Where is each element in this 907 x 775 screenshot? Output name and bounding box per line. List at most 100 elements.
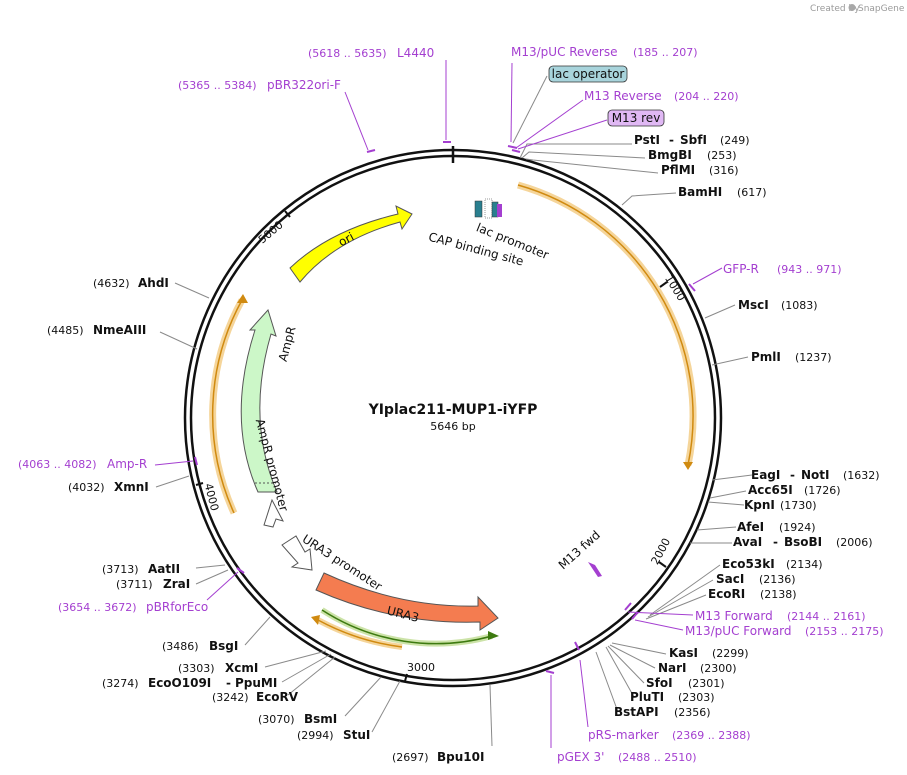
primer-mark-amp-r: [194, 456, 198, 466]
orf-arc-yfp-glow: [517, 181, 697, 466]
enzyme-name-xcmi: XcmI: [225, 661, 258, 675]
enzyme-dash-avai: -: [773, 535, 778, 549]
leader-nari: [609, 644, 656, 669]
enzyme-name-bsgi: BsgI: [209, 639, 238, 653]
leader-eco53ki: [649, 564, 721, 616]
enzyme-pos-zrai: (3711): [116, 578, 153, 591]
enzyme-name-saci: SacI: [716, 572, 744, 586]
leader-pmli: [711, 356, 749, 366]
primer-pos-pbr322ori-f: (5365 .. 5384): [178, 79, 257, 92]
tick-label-4000: 4000: [202, 482, 221, 512]
enzyme-name-nmeaiii: NmeAIII: [93, 323, 146, 337]
ura3-promoter-arrow: [281, 535, 313, 571]
leader-aatii: [195, 564, 226, 569]
leader-zrai: [195, 569, 229, 585]
primer-mark-m13-reverse: [511, 149, 521, 153]
primer-mark-gfp-r: [688, 283, 696, 292]
leader-m13-forward: [627, 611, 694, 616]
enzyme-name-stui: StuI: [343, 728, 370, 742]
credit-text: Created by: [810, 4, 860, 14]
primer-pos-gfp-r: (943 .. 971): [777, 263, 842, 276]
leader-m13puc-reverse: [510, 62, 513, 143]
plasmid-name: YIplac211-MUP1-iYFP: [368, 402, 538, 418]
primer-name-m13puc-reverse: M13/pUC Reverse: [511, 45, 618, 59]
orf-yfp-arrowhead: [683, 462, 693, 470]
primer-name-amp-r: Amp-R: [107, 457, 147, 471]
primer-name-pbrforeco: pBRforEco: [146, 600, 208, 614]
enzyme-pos-bsgi: (3486): [162, 640, 199, 653]
orf-arc-ura3-rev: [317, 619, 403, 648]
primer-name-pgex3: pGEX 3': [557, 750, 604, 764]
enzyme-name-bmgbi: BmgBI: [648, 148, 692, 162]
enzyme-pos-saci: (2136): [759, 573, 796, 586]
m13-rev-primer-box: [497, 204, 502, 217]
tick-mark-5000: [284, 210, 291, 218]
enzyme-name-noti: NotI: [801, 468, 830, 482]
primer-pos-pgex3: (2488 .. 2510): [618, 751, 697, 764]
primer-name-gfp-r: GFP-R: [723, 262, 759, 276]
orf-arc-ura3: [321, 609, 493, 645]
enzyme-name-bsmi: BsmI: [304, 712, 337, 726]
leader-saci: [647, 579, 714, 618]
enzyme-pos-xmni: (4032): [68, 481, 105, 494]
primer-pos-pbrforeco: (3654 .. 3672): [58, 601, 137, 614]
enzyme-name-bamhi: BamHI: [678, 185, 722, 199]
primer-pos-amp-r: (4063 .. 4082): [18, 458, 97, 471]
leader-ecoo109i: [281, 653, 332, 683]
leader-sfoi: [607, 645, 645, 684]
tick-mark-2000: [658, 561, 667, 568]
tick-mark-1000: [659, 281, 668, 288]
orf-arc-yfp: [517, 184, 694, 466]
enzyme-name-avai: AvaI: [733, 535, 762, 549]
enzyme-dash-psti: -: [669, 133, 674, 147]
enzyme-name-kasi: KasI: [669, 646, 698, 660]
m13-rev-tag: [607, 109, 665, 127]
leader-pbrforeco: [206, 571, 239, 601]
ampr-feature-label: AmpR: [276, 325, 299, 363]
enzyme-name-kpni: KpnI: [744, 498, 775, 512]
lac-promoter-box: [484, 198, 493, 219]
enzyme-pos-bpu10i: (2697): [392, 751, 429, 764]
primer-mark-m13-forward: [624, 602, 632, 611]
enzyme-name-bpu10i: Bpu10I: [437, 750, 484, 764]
enzyme-pos-ecorv: (3242): [212, 691, 249, 704]
leader-pluti: [605, 646, 635, 698]
enzyme-pos-xcmi: (3303): [178, 662, 215, 675]
primer-pos-m13puc-reverse: (185 .. 207): [633, 46, 698, 59]
enzyme-pos-msci: (1083): [781, 299, 818, 312]
enzyme-dash-eagi: -: [790, 468, 795, 482]
leader-prs-marker: [579, 659, 589, 728]
m13-rev-tag-label: M13 rev: [612, 111, 661, 125]
enzyme-name-ecorv: EcoRV: [256, 690, 299, 704]
enzyme-pos-nmeaiii: (4485): [47, 324, 84, 337]
enzyme-dash-ecoo109i: -: [226, 676, 231, 690]
enzyme-pos-sfoi: (2301): [688, 677, 725, 690]
enzyme-name-bstapi: BstAPI: [614, 705, 659, 719]
enzyme-pos-bmgbi: (253): [707, 149, 737, 162]
leader-m13-reverse: [515, 99, 584, 149]
leader-ahdi: [174, 282, 210, 299]
tick-mark-4000: [195, 482, 204, 486]
enzyme-name-afei: AfeI: [737, 520, 764, 534]
enzyme-pos-kasi: (2299): [712, 647, 749, 660]
enzyme-pos-eco53ki: (2134): [786, 558, 823, 571]
orf-ura3-arrowhead: [488, 631, 499, 640]
enzyme-pos-pmli: (1237): [795, 351, 832, 364]
enzyme-name-psti: PstI: [634, 133, 660, 147]
leader-stui: [371, 680, 401, 733]
leader-xcmi: [264, 650, 327, 668]
leader-bpu10i: [489, 684, 493, 747]
enzyme-name-xmni: XmnI: [114, 480, 149, 494]
enzyme-name-bsobi: BsoBI: [784, 535, 822, 549]
enzyme-name-nari: NarI: [658, 661, 687, 675]
primer-mark-m13puc-reverse: [507, 145, 518, 149]
enzyme-pos-kpni: (1730): [780, 499, 817, 512]
ampr-feature-arrow: [240, 309, 278, 493]
leader-bsmi: [344, 676, 382, 717]
leader-gfp-r: [692, 267, 723, 285]
orf-ampr-arrowhead: [237, 294, 248, 303]
leader-afei: [696, 526, 737, 531]
primer-name-m13-forward: M13 Forward: [695, 609, 773, 623]
enzyme-pos-ahdi: (4632): [93, 277, 130, 290]
